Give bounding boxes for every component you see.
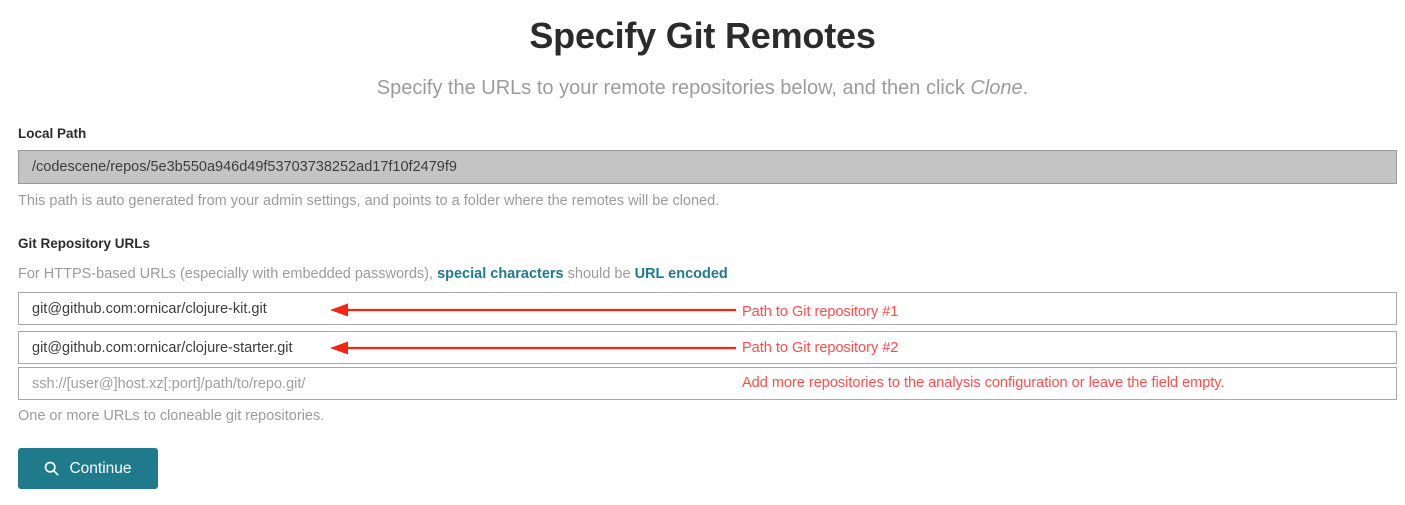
git-url-input-1[interactable] <box>18 292 1397 325</box>
annotation-label-1: Path to Git repository #1 <box>742 304 899 320</box>
annotation-label-3: Add more repositories to the analysis co… <box>742 375 1225 391</box>
page-subtitle-text-after: . <box>1022 77 1029 99</box>
page-title: Specify Git Remotes <box>529 15 876 56</box>
url-encoded-link[interactable]: URL encoded <box>634 266 728 282</box>
git-urls-label: Git Repository URLs <box>18 236 151 251</box>
page-subtitle-emphasis: Clone <box>970 77 1023 99</box>
local-path-help: This path is auto generated from your ad… <box>18 193 720 209</box>
annotation-label-2: Path to Git repository #2 <box>742 340 899 356</box>
git-urls-help-middle: should be <box>563 266 635 282</box>
continue-button[interactable]: Continue <box>18 448 158 489</box>
search-icon <box>44 461 60 476</box>
page-subtitle-text-before: Specify the URLs to your remote reposito… <box>376 77 971 99</box>
continue-button-label: Continue <box>69 459 132 477</box>
page-subtitle: Specify the URLs to your remote reposito… <box>0 74 1405 102</box>
git-urls-footer-help: One or more URLs to cloneable git reposi… <box>18 408 325 424</box>
local-path-label: Local Path <box>18 126 87 141</box>
git-urls-help-prefix: For HTTPS-based URLs (especially with em… <box>18 266 438 282</box>
local-path-input <box>18 150 1397 184</box>
git-url-input-2[interactable] <box>18 331 1397 364</box>
git-urls-help: For HTTPS-based URLs (especially with em… <box>18 264 728 284</box>
special-characters-link[interactable]: special characters <box>437 266 564 282</box>
git-url-input-3[interactable] <box>18 367 1397 400</box>
